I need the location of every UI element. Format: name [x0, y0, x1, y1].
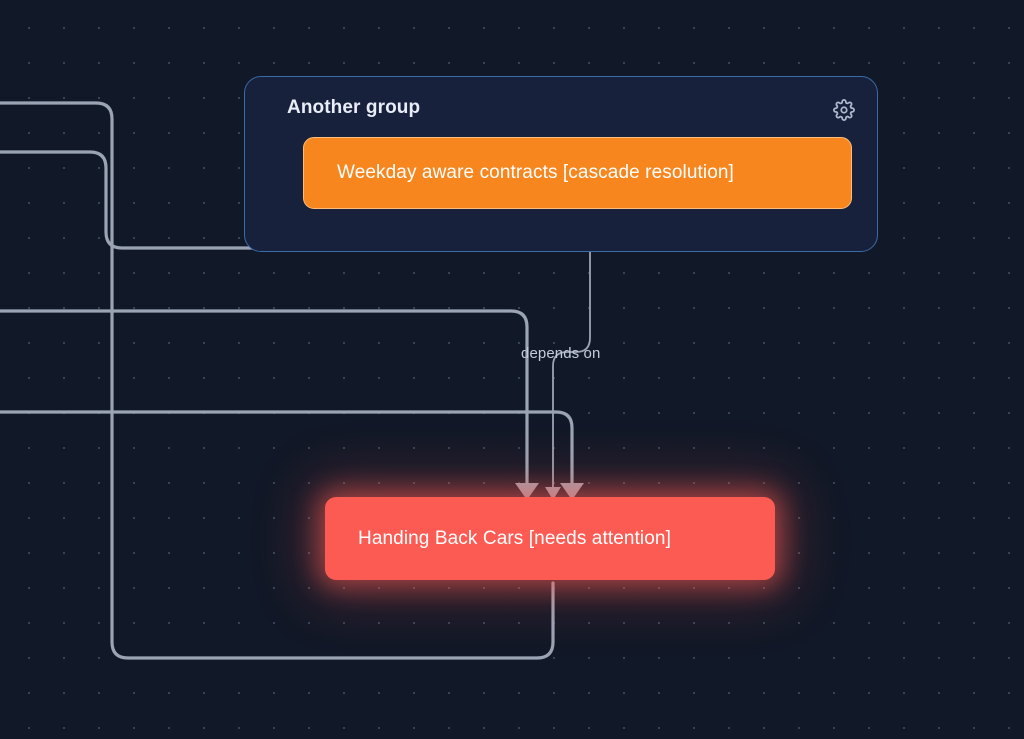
group-title: Another group — [287, 97, 421, 118]
arrowhead-left — [515, 483, 539, 500]
edge-path-d — [0, 410, 574, 485]
node-weekday-aware-contracts[interactable]: Weekday aware contracts [cascade resolut… — [303, 137, 852, 209]
arrowhead-right — [560, 483, 584, 500]
arrowhead-middle — [545, 487, 561, 500]
node-label: Handing Back Cars [needs attention] — [358, 527, 671, 549]
gear-icon[interactable] — [833, 99, 855, 121]
edge-label-depends-on: depends on — [521, 345, 601, 362]
edge-path-a — [0, 101, 555, 660]
edge-path-depends-on — [552, 210, 591, 488]
node-handing-back-cars[interactable]: Handing Back Cars [needs attention] — [325, 497, 775, 580]
node-label: Weekday aware contracts [cascade resolut… — [337, 162, 734, 183]
edge-path-c — [0, 309, 529, 485]
